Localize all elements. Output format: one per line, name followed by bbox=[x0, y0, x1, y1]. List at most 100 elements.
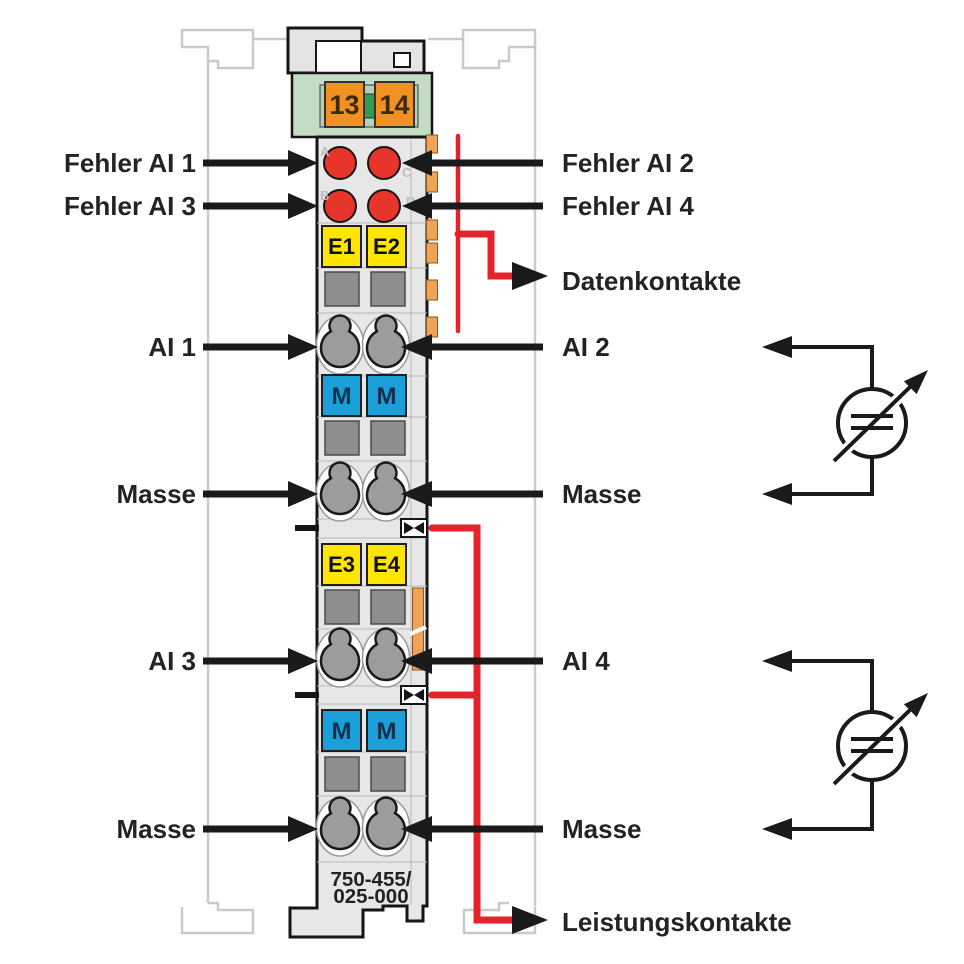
marker-e2-label: E2 bbox=[373, 234, 400, 259]
clamp-slot bbox=[324, 589, 360, 625]
marker-m bbox=[366, 374, 407, 417]
label-ai-2: AI 2 bbox=[562, 332, 610, 362]
ghost-left-top bbox=[180, 28, 289, 70]
led-letter-b: B bbox=[320, 188, 329, 203]
led-letter-a: A bbox=[320, 144, 330, 159]
source-wire-top bbox=[792, 659, 874, 712]
marker-m bbox=[366, 709, 407, 752]
label-fehler-ai-2: Fehler AI 2 bbox=[562, 148, 694, 178]
led-letter-c: C bbox=[402, 165, 412, 180]
power-contact-lower bbox=[295, 685, 428, 705]
right-arrows bbox=[401, 150, 543, 842]
terminal-ai3 bbox=[315, 627, 365, 689]
label-ai-3: AI 3 bbox=[148, 646, 196, 676]
left-arrows bbox=[203, 150, 318, 842]
marker-e3-label: E3 bbox=[328, 552, 355, 577]
power-contact-upper bbox=[295, 518, 428, 538]
wire-arrowhead bbox=[762, 818, 792, 840]
terminal-13 bbox=[324, 81, 365, 128]
diagonal-arrowhead bbox=[903, 693, 928, 718]
marker-e1 bbox=[321, 225, 362, 268]
label-masse-left-1: Masse bbox=[117, 479, 197, 509]
knife-blade-right bbox=[414, 522, 424, 534]
dc-lines bbox=[851, 737, 893, 753]
dc-lines bbox=[851, 414, 893, 430]
label-fehler-ai-4: Fehler AI 4 bbox=[562, 191, 695, 221]
led-fehler-ai4 bbox=[367, 189, 401, 223]
power-line-arrowhead bbox=[512, 906, 548, 934]
top-connector: 13 14 bbox=[290, 71, 434, 139]
labels-left: Fehler AI 1 Fehler AI 3 AI 1 Masse AI 3 … bbox=[64, 148, 196, 844]
arrow-head bbox=[288, 481, 318, 507]
terminal-14 bbox=[374, 81, 415, 128]
data-tab bbox=[426, 219, 438, 241]
terminal-ai4 bbox=[361, 627, 411, 689]
data-tab bbox=[426, 242, 438, 264]
marker-m-label: M bbox=[377, 383, 397, 410]
ghost-right-top bbox=[428, 28, 537, 70]
markers-m-upper: M M bbox=[321, 374, 407, 417]
knife-blade-right bbox=[414, 689, 424, 701]
source-wire-bottom bbox=[792, 457, 874, 496]
clamp-slot bbox=[324, 756, 360, 792]
source-wire-top bbox=[792, 345, 874, 390]
label-masse-left-2: Masse bbox=[117, 814, 197, 844]
source-wire-bottom bbox=[792, 780, 874, 831]
power-contacts-line bbox=[428, 524, 548, 934]
latch-split bbox=[409, 625, 427, 636]
arrow-head bbox=[401, 334, 432, 360]
labels-right: Fehler AI 2 Fehler AI 4 Datenkontakte AI… bbox=[562, 148, 792, 937]
led-fehler-ai2 bbox=[367, 146, 401, 180]
marker-e1-label: E1 bbox=[328, 234, 355, 259]
arrow-head bbox=[288, 648, 318, 674]
marker-m-label: M bbox=[332, 383, 352, 410]
arrow-head bbox=[402, 193, 432, 219]
terminal-13-label: 13 bbox=[329, 90, 359, 120]
ghost-modules bbox=[180, 28, 537, 935]
current-source-1 bbox=[762, 336, 928, 505]
terminal-ai1 bbox=[315, 314, 365, 376]
latch bbox=[409, 587, 427, 671]
arrow-head bbox=[402, 150, 432, 176]
label-masse-right-2: Masse bbox=[562, 814, 642, 844]
led-fehler-ai3 bbox=[323, 189, 357, 223]
marker-e4-label: E4 bbox=[373, 552, 401, 577]
data-contacts-line bbox=[454, 133, 548, 334]
clamp-slot bbox=[370, 271, 406, 307]
terminal-masse-2 bbox=[361, 461, 411, 523]
label-leistungskontakte: Leistungskontakte bbox=[562, 907, 792, 937]
arrow-head bbox=[401, 481, 432, 507]
terminal-masse-3 bbox=[315, 796, 365, 858]
status-leds: A B C D bbox=[320, 144, 415, 223]
knife-blade-left bbox=[404, 522, 414, 534]
marker-m bbox=[321, 709, 362, 752]
data-line-arrowhead bbox=[512, 262, 548, 290]
wire-arrowhead bbox=[762, 336, 792, 358]
arrow-head bbox=[288, 150, 318, 176]
data-line-branch bbox=[454, 230, 516, 280]
label-ai-1: AI 1 bbox=[148, 332, 196, 362]
marker-e2 bbox=[366, 225, 407, 268]
knife-blade-left bbox=[404, 689, 414, 701]
led-letter-d: D bbox=[406, 194, 415, 209]
arrow-head bbox=[401, 816, 432, 842]
clip-groove bbox=[315, 40, 362, 74]
label-fehler-ai-3: Fehler AI 3 bbox=[64, 191, 196, 221]
label-fehler-ai-1: Fehler AI 1 bbox=[64, 148, 196, 178]
clamp-slot bbox=[370, 589, 406, 625]
diagonal-arrowhead bbox=[903, 370, 928, 395]
markers-m-lower: M M bbox=[321, 709, 407, 752]
part-number-line2: 025-000 bbox=[333, 885, 408, 908]
arrow-head bbox=[288, 816, 318, 842]
wire-arrowhead bbox=[762, 483, 792, 505]
label-datenkontakte: Datenkontakte bbox=[562, 266, 741, 296]
clamp-slot bbox=[370, 756, 406, 792]
terminal-masse-4 bbox=[361, 796, 411, 858]
clip-notch bbox=[393, 52, 411, 68]
ghost-left-foot bbox=[180, 901, 255, 935]
markers-e1-e2: E1 E2 bbox=[321, 225, 407, 268]
variable-diagonal bbox=[832, 708, 912, 786]
power-line-main bbox=[428, 524, 516, 924]
markers-e3-e4: E3 E4 bbox=[321, 543, 407, 586]
